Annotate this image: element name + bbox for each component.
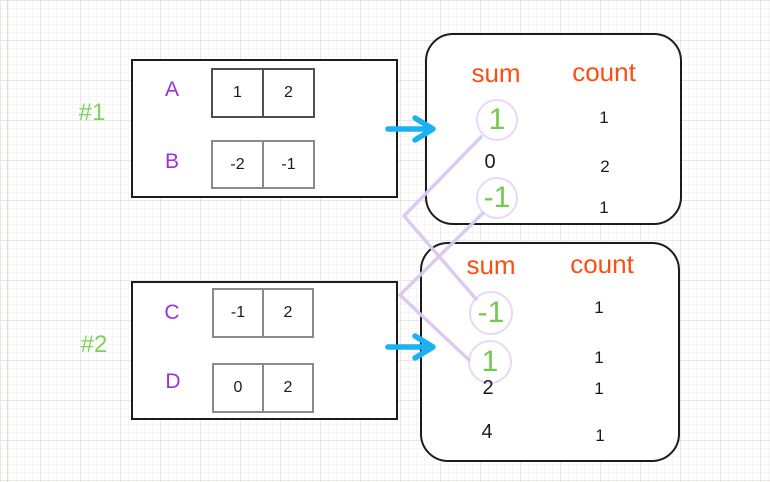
sum-value: 1 (488, 103, 506, 136)
highlight-circle: 1 (476, 99, 518, 141)
array-b-cell-1: -1 (262, 142, 313, 187)
example2-label: #2 (80, 331, 108, 358)
array-b: -2 -1 (211, 140, 315, 189)
row-label-a: A (164, 78, 179, 101)
array-c: -1 2 (212, 288, 314, 338)
sum-value: -1 (477, 296, 505, 329)
sum-value: 4 (481, 420, 493, 443)
count-header-2: count (570, 248, 634, 279)
sum-header-1: sum (471, 57, 521, 88)
row-label-c: C (164, 301, 180, 324)
sum-value: 2 (482, 376, 494, 399)
array-d: 0 2 (212, 363, 314, 413)
row-label-b: B (164, 150, 179, 173)
array-a-cell-1: 2 (262, 70, 313, 116)
example1-label: #1 (78, 99, 106, 126)
count-value: 1 (599, 108, 609, 127)
count-header-1: count (572, 56, 636, 87)
count-value: 1 (594, 348, 604, 367)
highlight-circle: -1 (469, 291, 513, 335)
count-value: 1 (594, 379, 604, 398)
array-d-cell-1: 2 (262, 365, 312, 411)
array-c-cell-1: 2 (262, 290, 312, 336)
highlight-circle: -1 (476, 177, 518, 219)
array-c-cell-0: -1 (230, 304, 246, 321)
sum-value: -1 (483, 181, 511, 214)
array-d-cell-0: 0 (233, 379, 243, 396)
sum-value: 1 (481, 345, 499, 378)
row-label-d: D (165, 370, 181, 393)
highlight-circle: 1 (468, 340, 512, 384)
sum-value: 0 (484, 150, 496, 173)
array-b-cell-0: -2 (230, 155, 245, 173)
count-value: 1 (599, 198, 609, 217)
count-value: 1 (594, 298, 604, 317)
sum-header-2: sum (466, 249, 516, 280)
count-value: 2 (600, 157, 610, 176)
array-a: 1 2 (211, 68, 315, 118)
count-value: 1 (595, 426, 605, 445)
array-a-cell-0: 1 (233, 84, 242, 101)
paper-margin-line (7, 0, 8, 482)
